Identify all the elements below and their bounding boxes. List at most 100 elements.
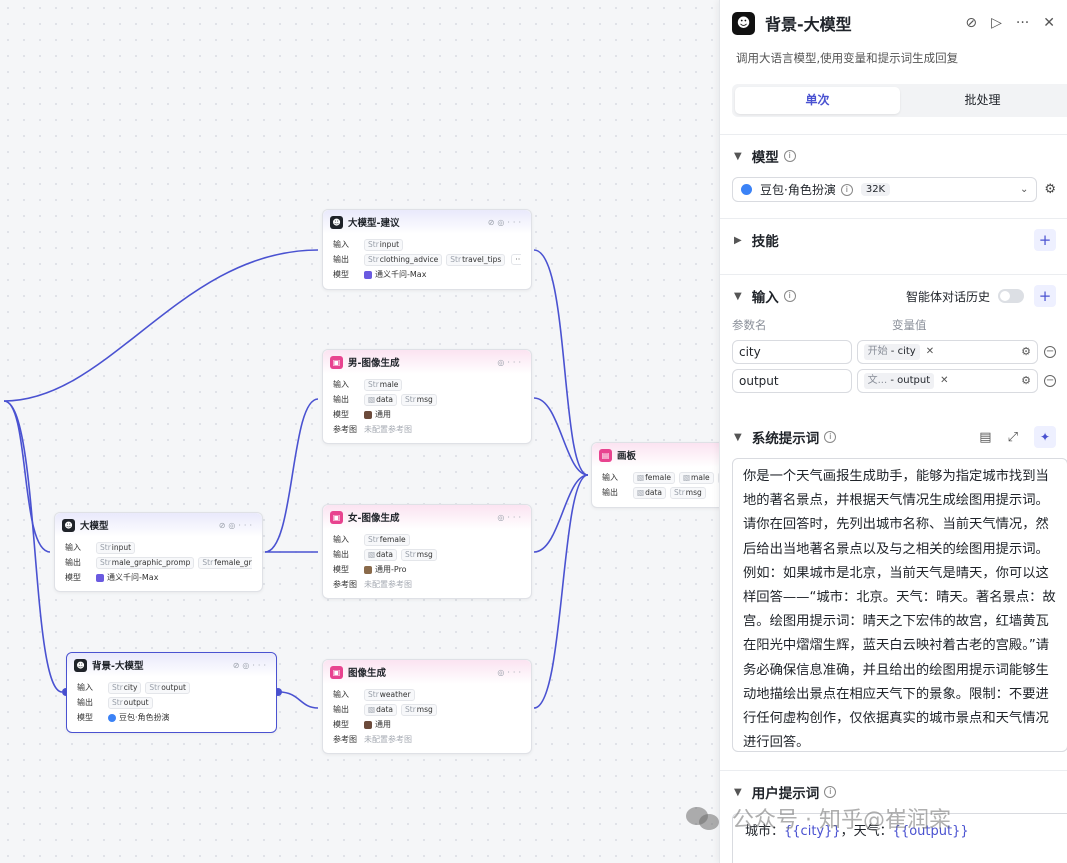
image-icon: ▣ (330, 355, 343, 369)
edge-bg-img (278, 691, 319, 709)
system-prompt-section: ▼ 系统提示词 i ▤ ⤢ ✦ 你是一个天气画报生成助手，能够为指定城市找到当地… (720, 416, 1067, 768)
param-name-input[interactable]: output (732, 368, 852, 393)
node-actions[interactable]: ⊘◎··· (487, 217, 524, 227)
edge-suggest-board (533, 249, 589, 476)
variable-chip: 文... - output (863, 372, 935, 389)
node-male-image[interactable]: ▣ 男-图像生成 ◎··· 输入 Strmale 输出 ▧data Strmsg… (322, 349, 532, 444)
user-prompt-editor[interactable]: 城市：{{city}}，天气：{{output}} (732, 813, 1067, 863)
ai-optimize-icon[interactable]: ✦ (1034, 426, 1056, 448)
more-icon[interactable]: ··· (1015, 15, 1030, 31)
tab-batch[interactable]: 批处理 (964, 93, 1001, 107)
history-toggle[interactable] (998, 289, 1024, 303)
qwen-icon (364, 270, 372, 279)
chevron-right-icon[interactable]: ▶ (734, 234, 742, 246)
edge-img-board (533, 474, 589, 709)
model-select[interactable]: 豆包·角色扮演 i 32K ⌄ (732, 177, 1038, 202)
node-board[interactable]: ▤ 画板 输入 ▧female ▧male Stre 输出 ▧data Strm… (591, 442, 720, 508)
settings-icon[interactable]: ⚙ (1021, 345, 1032, 358)
workflow-canvas[interactable]: ☻ 大模型-建议 ⊘◎··· 输入 Strinput 输出 Strclothin… (0, 0, 720, 863)
robot-icon: ☻ (732, 11, 755, 35)
robot-icon: ☻ (330, 215, 343, 229)
info-icon[interactable]: i (824, 431, 837, 443)
user-prompt-section: ▼ 用户提示词 i 城市：{{city}}，天气：{{output}} (720, 770, 1067, 863)
panel-header: ☻ 背景-大模型 ⊘ ▷ ··· ✕ (720, 0, 1067, 46)
info-icon[interactable]: i (824, 786, 837, 798)
node-image[interactable]: ▣ 图像生成 ◎··· 输入 Strweather 输出 ▧data Strms… (322, 659, 532, 754)
node-actions[interactable]: ◎··· (497, 512, 524, 522)
node-title: 背景-大模型 (92, 661, 144, 672)
wechat-icon (686, 805, 722, 831)
chevron-down-icon[interactable]: ▼ (734, 786, 742, 798)
model-avatar-icon (364, 565, 372, 574)
node-title: 画板 (617, 451, 637, 462)
model-avatar-icon (364, 720, 372, 729)
model-settings-icon[interactable]: ⚙ (1044, 182, 1056, 197)
run-icon[interactable]: ▷ (991, 15, 1002, 31)
col-param-value: 变量值 (892, 318, 927, 332)
chevron-down-icon[interactable]: ▼ (734, 150, 742, 162)
edge-start-llm (3, 400, 51, 553)
node-title: 图像生成 (348, 668, 387, 679)
context-badge: 32K (860, 183, 891, 196)
prompt-library-icon[interactable]: ▤ (979, 429, 992, 445)
tab-single[interactable]: 单次 (735, 87, 900, 114)
edge-female-board (533, 474, 589, 553)
model-section: ▼ 模型 i 豆包·角色扮演 i 32K ⌄ ⚙ (720, 134, 1067, 214)
panel-description: 调用大语言模型,使用变量和提示词生成回复 (736, 51, 959, 65)
chevron-down-icon[interactable]: ▼ (734, 290, 742, 302)
chevron-down-icon[interactable]: ▼ (734, 431, 742, 443)
variable-chip: 开始 - city (863, 343, 920, 360)
info-icon[interactable]: i (783, 290, 796, 302)
edge-start-suggest (3, 249, 319, 402)
qwen-icon (96, 573, 104, 582)
edge-male-board (533, 397, 589, 476)
watermark: 公众号 · 知乎@崔润寀 (686, 802, 951, 834)
input-section: ▼ 输入 i 智能体对话历史 + 参数名 变量值 city 开始 - city … (720, 274, 1067, 410)
system-prompt-editor[interactable]: 你是一个天气画报生成助手，能够为指定城市找到当地的著名景点，并根据天气情况生成绘… (732, 458, 1067, 752)
board-icon: ▤ (599, 448, 612, 462)
node-actions[interactable]: ⊘◎··· (218, 520, 255, 530)
remove-param-icon[interactable]: − (1044, 345, 1056, 358)
add-skill-button[interactable]: + (1034, 229, 1056, 251)
edge-llm-male (264, 398, 319, 553)
node-title: 大模型-建议 (348, 218, 400, 229)
node-title: 男-图像生成 (348, 358, 400, 369)
col-param-name: 参数名 (732, 318, 767, 332)
image-icon: ▣ (330, 510, 343, 524)
param-row: city 开始 - city ✕ ⚙ − (732, 337, 1056, 366)
node-config-panel: ☻ 背景-大模型 ⊘ ▷ ··· ✕ 调用大语言模型,使用变量和提示词生成回复 … (719, 0, 1067, 863)
node-actions[interactable]: ◎··· (497, 667, 524, 677)
clear-icon[interactable]: ✕ (940, 375, 949, 386)
node-actions[interactable]: ⊘◎··· (232, 660, 269, 670)
robot-icon: ☻ (62, 518, 75, 532)
info-icon[interactable]: i (783, 150, 796, 162)
remove-param-icon[interactable]: − (1044, 374, 1056, 387)
node-female-image[interactable]: ▣ 女-图像生成 ◎··· 输入 Strfemale 输出 ▧data Strm… (322, 504, 532, 599)
skills-section: ▶ 技能 + (720, 218, 1067, 274)
expand-icon[interactable]: ⤢ (1007, 429, 1018, 445)
image-icon: ▣ (330, 665, 343, 679)
node-llm-suggest[interactable]: ☻ 大模型-建议 ⊘◎··· 输入 Strinput 输出 Strclothin… (322, 209, 532, 290)
doubao-icon (108, 713, 116, 722)
node-llm[interactable]: ☻ 大模型 ⊘◎··· 输入 Strinput 输出 Strmale_graph… (54, 512, 263, 592)
node-title: 女-图像生成 (348, 513, 400, 524)
chevron-down-icon: ⌄ (1019, 184, 1029, 195)
node-bg-llm[interactable]: ☻ 背景-大模型 ⊘◎··· 输入 Strcity Stroutput 输出 S… (66, 652, 277, 733)
more-outputs-button[interactable]: ··· (511, 254, 521, 265)
robot-icon: ☻ (74, 658, 87, 672)
edge-start-bg (3, 400, 63, 693)
node-actions[interactable]: ◎··· (497, 357, 524, 367)
settings-icon[interactable]: ⚙ (1021, 374, 1032, 387)
add-input-button[interactable]: + (1034, 285, 1056, 307)
debug-off-icon[interactable]: ⊘ (965, 15, 978, 31)
param-value-select[interactable]: 文... - output ✕ ⚙ (856, 368, 1039, 393)
doubao-icon (741, 184, 752, 195)
param-name-input[interactable]: city (732, 339, 852, 364)
info-icon[interactable]: i (840, 183, 853, 196)
param-row: output 文... - output ✕ ⚙ − (732, 366, 1056, 395)
node-title: 大模型 (80, 521, 109, 532)
close-icon[interactable]: ✕ (1043, 15, 1055, 31)
param-value-select[interactable]: 开始 - city ✕ ⚙ (856, 339, 1039, 364)
clear-icon[interactable]: ✕ (925, 346, 935, 357)
panel-title[interactable]: 背景-大模型 (765, 15, 852, 34)
